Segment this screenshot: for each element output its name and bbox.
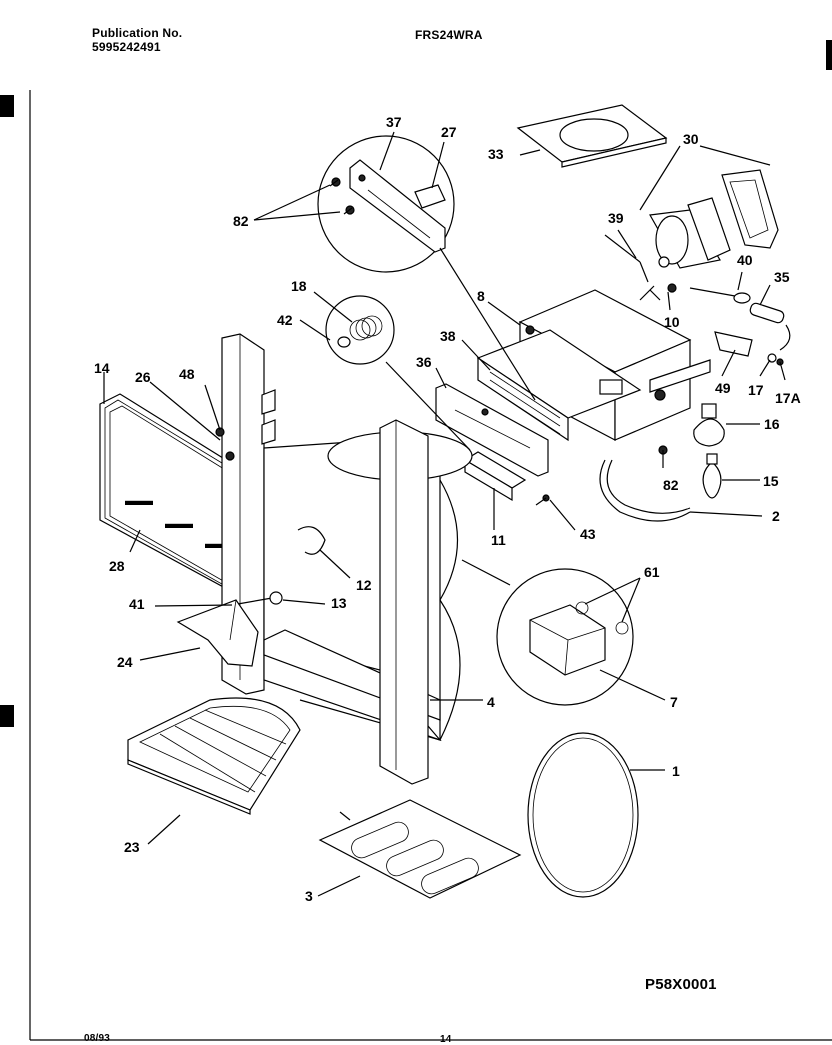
callout-17: 17 <box>748 382 764 398</box>
callout-43: 43 <box>580 526 596 542</box>
detail-circle-18-42 <box>325 295 395 365</box>
callout-38: 38 <box>440 328 456 344</box>
callout-82-mid: 82 <box>663 477 679 493</box>
footer-date: 08/93 <box>84 1033 111 1044</box>
callout-3: 3 <box>305 888 313 904</box>
callout-24: 24 <box>117 654 133 670</box>
callout-49: 49 <box>715 380 731 396</box>
callout-23: 23 <box>124 839 140 855</box>
callout-7: 7 <box>670 694 678 710</box>
callout-17A: 17A <box>775 390 801 406</box>
callout-42: 42 <box>277 312 293 328</box>
part-24-actuator <box>176 599 259 667</box>
callout-35: 35 <box>774 269 790 285</box>
callout-26: 26 <box>135 369 151 385</box>
callout-41: 41 <box>129 596 145 612</box>
part-11-spacer <box>463 451 527 502</box>
part-1-gasket <box>527 732 639 898</box>
callout-8: 8 <box>477 288 485 304</box>
svg-text:▬▬: ▬▬ <box>165 515 193 531</box>
callout-33: 33 <box>488 146 504 162</box>
callout-12: 12 <box>356 577 372 593</box>
part-15-lamp-bulb <box>702 453 722 499</box>
callout-11: 11 <box>491 532 506 548</box>
callout-18: 18 <box>291 278 307 294</box>
callout-10: 10 <box>664 314 680 330</box>
callout-28: 28 <box>109 558 125 574</box>
callout-2: 2 <box>772 508 780 524</box>
publication-label: Publication No. <box>92 26 183 40</box>
drawing-code: P58X0001 <box>645 976 717 993</box>
detail-circle-7-61 <box>496 568 634 706</box>
detail-leader-18 <box>385 361 471 451</box>
detail-leader-61 <box>461 559 511 586</box>
callout-14: 14 <box>94 360 110 376</box>
part-36-bracket-plate <box>435 383 549 477</box>
callout-leader-lines <box>103 131 786 897</box>
detail-circle-37-27 <box>317 135 455 273</box>
svg-text:▬▬: ▬▬ <box>125 492 153 508</box>
binding-mark-bottom <box>0 705 14 727</box>
publication-number: 5995242491 <box>92 40 161 54</box>
callout-40: 40 <box>737 252 753 268</box>
callout-15: 15 <box>763 473 779 489</box>
callout-13: 13 <box>331 595 347 611</box>
part-23-tray <box>127 697 301 815</box>
part-30-chute-assembly <box>604 169 779 301</box>
callout-39: 39 <box>608 210 624 226</box>
callout-36: 36 <box>416 354 432 370</box>
callout-1: 1 <box>672 763 680 779</box>
detail-leader-37 <box>439 247 536 401</box>
callout-37: 37 <box>386 114 402 130</box>
binding-mark-top <box>0 95 14 117</box>
callout-61: 61 <box>644 564 660 580</box>
part-3-heater-plate <box>318 799 522 899</box>
callout-30: 30 <box>683 131 699 147</box>
part-33-cover-plate <box>516 104 668 168</box>
part-8-motor-housing <box>476 289 711 442</box>
part-16-lamp-socket <box>693 403 725 447</box>
part-2-wire-harness <box>599 459 691 522</box>
edge-mark <box>826 40 832 70</box>
model-number: FRS24WRA <box>415 28 483 42</box>
callout-82-top: 82 <box>233 213 249 229</box>
part-82-screws <box>535 445 668 506</box>
part-4-front-post <box>379 419 429 785</box>
callout-4: 4 <box>487 694 495 710</box>
part-35-40-solenoid-rod <box>689 287 791 366</box>
callout-48: 48 <box>179 366 195 382</box>
callout-16: 16 <box>764 416 780 432</box>
part-28-dispenser-panel: ▬▬ ▬▬ ▬▬ <box>99 393 256 597</box>
callout-27: 27 <box>441 124 457 140</box>
